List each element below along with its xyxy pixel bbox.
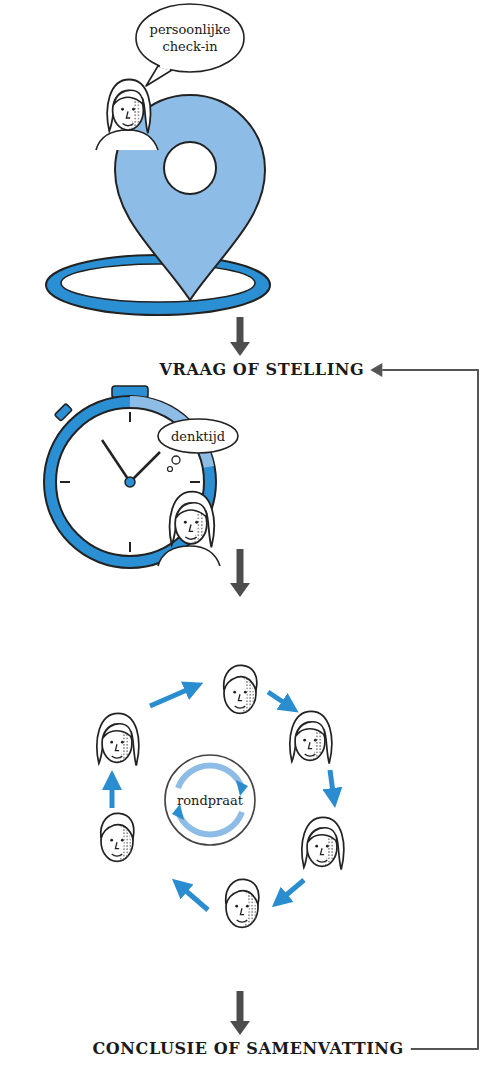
flow-arrow bbox=[230, 317, 250, 356]
thought-bubble bbox=[158, 419, 238, 472]
stopwatch bbox=[60, 481, 70, 483]
step-label: CONCLUSIE OF SAMENVATTING bbox=[89, 1036, 408, 1062]
arrow-head bbox=[230, 342, 250, 356]
person-head bbox=[158, 546, 220, 566]
rondpraat-icon bbox=[165, 755, 255, 845]
speech-bubble bbox=[136, 4, 244, 86]
speech-bubble bbox=[160, 66, 170, 69]
person-head bbox=[107, 80, 150, 134]
round-faces bbox=[97, 713, 139, 765]
rondpraat-icon bbox=[165, 755, 255, 845]
round-faces bbox=[226, 879, 259, 927]
speech-bubble-node: persoonlijke check-in bbox=[40, 0, 280, 316]
location-pin bbox=[164, 142, 216, 194]
flow-arrow bbox=[230, 991, 250, 1035]
stopwatch bbox=[190, 481, 200, 483]
bubble-text: denktijd bbox=[158, 420, 238, 452]
connector-line bbox=[237, 317, 244, 342]
round-arrows bbox=[112, 686, 334, 910]
thought-bubble bbox=[158, 419, 238, 453]
connector-line bbox=[237, 549, 244, 583]
stopwatch bbox=[102, 440, 130, 482]
location-pin bbox=[61, 264, 255, 302]
round-arrows bbox=[278, 880, 304, 902]
person-head bbox=[96, 80, 158, 151]
circle-text: rondpraat bbox=[170, 788, 250, 812]
arrow-head bbox=[370, 363, 382, 377]
bubble-text: persoonlijke check-in bbox=[136, 4, 244, 72]
connector-line bbox=[382, 370, 478, 1049]
step-label: VRAAG OF STELLING bbox=[156, 357, 369, 383]
round-arrows bbox=[178, 884, 208, 910]
speech-bubble bbox=[146, 66, 172, 86]
round-talk-node: rondpraat bbox=[15, 598, 460, 990]
round-faces bbox=[290, 711, 332, 763]
stopwatch bbox=[129, 542, 131, 552]
rondpraat-icon bbox=[178, 765, 242, 788]
step-text: VRAAG OF STELLING bbox=[160, 359, 365, 381]
speech-bubble bbox=[136, 4, 244, 72]
stopwatch bbox=[129, 412, 131, 422]
arrow-head bbox=[230, 583, 250, 597]
arrow-head bbox=[230, 1021, 250, 1035]
person-head bbox=[158, 492, 220, 566]
round-faces bbox=[302, 817, 344, 869]
round-arrows bbox=[150, 686, 196, 706]
stopwatch bbox=[55, 404, 73, 422]
round-faces bbox=[224, 665, 257, 713]
flow-arrow bbox=[230, 549, 250, 597]
stopwatch bbox=[130, 452, 160, 482]
stopwatch bbox=[44, 386, 216, 568]
return-arrow bbox=[370, 363, 478, 1049]
rondpraat-icon bbox=[178, 812, 242, 835]
round-arrows bbox=[330, 770, 334, 800]
stopwatch bbox=[125, 477, 135, 487]
round-faces bbox=[97, 665, 344, 927]
step-text: CONCLUSIE OF SAMENVATTING bbox=[93, 1038, 404, 1060]
thought-bubble bbox=[172, 456, 180, 464]
connector-line bbox=[237, 991, 244, 1021]
location-pin bbox=[46, 255, 270, 315]
round-faces bbox=[101, 813, 134, 861]
round-arrows bbox=[110, 778, 115, 808]
thought-bubble-node: denktijd bbox=[40, 390, 260, 548]
thought-bubble bbox=[168, 467, 173, 472]
location-pin bbox=[46, 95, 270, 315]
round-arrows bbox=[268, 692, 292, 708]
person-head bbox=[170, 492, 214, 548]
